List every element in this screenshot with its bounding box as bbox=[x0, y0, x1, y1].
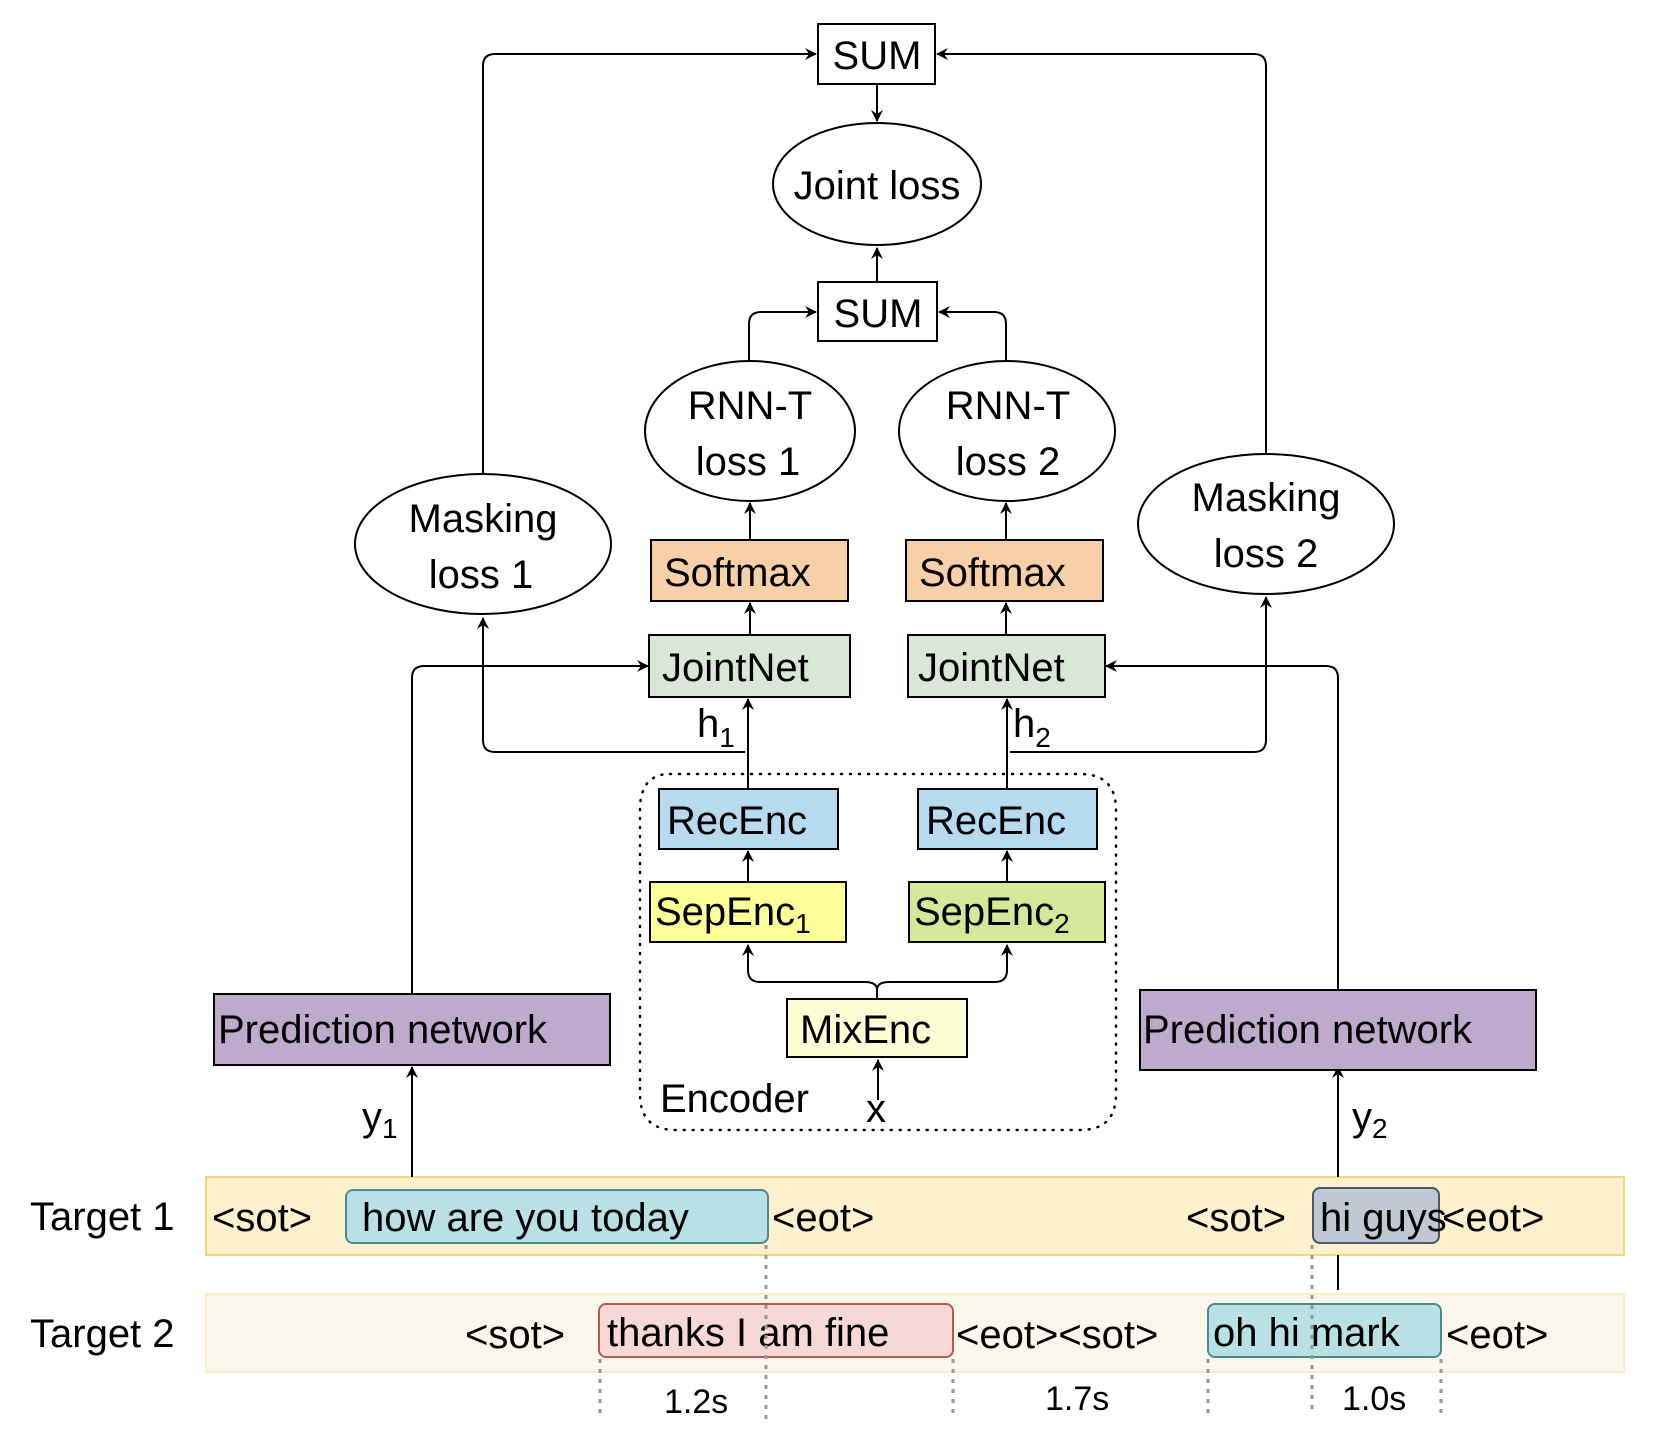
joint-loss-label: Joint loss bbox=[794, 164, 961, 208]
target1-segment-b: hi guys bbox=[1320, 1196, 1447, 1240]
duration-2: 1.7s bbox=[1045, 1380, 1109, 1418]
prediction-network-1[interactable] bbox=[213, 993, 611, 1066]
masking-loss-2-line1: Masking bbox=[1192, 476, 1341, 520]
sum-top-box[interactable] bbox=[817, 23, 936, 85]
sepenc2-label: SepEnc2 bbox=[914, 890, 1070, 939]
target1-eot-b: <eot> bbox=[1442, 1196, 1544, 1240]
x-label: x bbox=[866, 1087, 886, 1131]
softmax2-label: Softmax bbox=[919, 551, 1066, 595]
sum-mid-box[interactable] bbox=[817, 281, 938, 342]
sum-mid-label: SUM bbox=[834, 292, 923, 336]
jointnet1-label: JointNet bbox=[662, 646, 809, 690]
rnnt2-to-sum-mid bbox=[938, 306, 1007, 361]
target2-sot-a: <sot> bbox=[465, 1313, 565, 1357]
sepenc1-box[interactable] bbox=[649, 881, 847, 943]
rnnt-loss-1-line1: RNN-T bbox=[688, 384, 812, 428]
h2-label: h2 bbox=[1013, 702, 1051, 753]
joint-loss[interactable] bbox=[772, 122, 982, 246]
target2-segment-b-box[interactable] bbox=[1207, 1303, 1442, 1358]
target1-segment-a-box[interactable] bbox=[345, 1189, 769, 1244]
target2-segment-a: thanks I am fine bbox=[607, 1311, 889, 1355]
masking-loss-2-line2: loss 2 bbox=[1214, 532, 1319, 576]
target1-segment-b-box[interactable] bbox=[1312, 1187, 1440, 1244]
target1-sot-b: <sot> bbox=[1186, 1196, 1286, 1240]
target2-eot-sot: <eot><sot> bbox=[956, 1313, 1158, 1357]
rnnt-loss-1-line2: loss 1 bbox=[696, 440, 801, 484]
softmax1-box[interactable] bbox=[650, 539, 849, 602]
target2-segment-a-box[interactable] bbox=[598, 1303, 954, 1358]
sepenc1-label: SepEnc1 bbox=[655, 890, 811, 939]
encoder-label: Encoder bbox=[660, 1077, 809, 1121]
h1-label: h1 bbox=[697, 702, 735, 753]
prediction-network-1-label: Prediction network bbox=[218, 1008, 548, 1052]
mixenc-box[interactable] bbox=[786, 998, 968, 1058]
target2-label: Target 2 bbox=[30, 1312, 175, 1356]
pred2-to-jointnet2 bbox=[1105, 660, 1339, 990]
masking-loss-1-line2: loss 1 bbox=[429, 553, 534, 597]
recenc2-label: RecEnc bbox=[926, 799, 1066, 843]
prediction-network-2-label: Prediction network bbox=[1143, 1008, 1473, 1052]
duration-3: 1.0s bbox=[1342, 1380, 1406, 1418]
masking1-to-sum-top bbox=[482, 48, 817, 474]
target1-sot-a: <sot> bbox=[212, 1196, 312, 1240]
jointnet2-label: JointNet bbox=[918, 646, 1065, 690]
y2-label: y2 bbox=[1352, 1095, 1388, 1144]
mixenc-to-sepenc1 bbox=[742, 944, 878, 999]
pred1-to-jointnet1 bbox=[411, 660, 649, 994]
masking2-to-sum-top bbox=[936, 48, 1267, 454]
h2-to-masking2 bbox=[1010, 596, 1272, 753]
target1-eot-a: <eot> bbox=[772, 1196, 874, 1240]
softmax1-label: Softmax bbox=[664, 551, 811, 595]
duration-1: 1.2s bbox=[664, 1383, 728, 1421]
masking-loss-1-line1: Masking bbox=[409, 497, 558, 541]
jointnet1-box[interactable] bbox=[648, 634, 851, 698]
encoder-enclosure bbox=[638, 772, 1118, 1132]
target2-eot-b: <eot> bbox=[1446, 1313, 1548, 1357]
recenc1-label: RecEnc bbox=[667, 799, 807, 843]
y1-label: y1 bbox=[362, 1095, 398, 1144]
rnnt1-to-sum-mid bbox=[748, 306, 817, 361]
target1-segment-a: how are you today bbox=[362, 1196, 689, 1240]
target1-label: Target 1 bbox=[30, 1195, 175, 1239]
target2-segment-b: oh hi mark bbox=[1213, 1311, 1401, 1355]
softmax2-box[interactable] bbox=[905, 539, 1104, 602]
recenc1-box[interactable] bbox=[658, 788, 839, 850]
rnnt-loss-2-line2: loss 2 bbox=[956, 440, 1061, 484]
rnnt-loss-2-line1: RNN-T bbox=[946, 384, 1070, 428]
prediction-network-2[interactable] bbox=[1139, 989, 1537, 1071]
h1-to-masking1 bbox=[477, 617, 745, 753]
mixenc-label: MixEnc bbox=[800, 1008, 931, 1052]
sum-top-label: SUM bbox=[833, 34, 922, 78]
mixenc-to-sepenc2 bbox=[876, 944, 1013, 991]
